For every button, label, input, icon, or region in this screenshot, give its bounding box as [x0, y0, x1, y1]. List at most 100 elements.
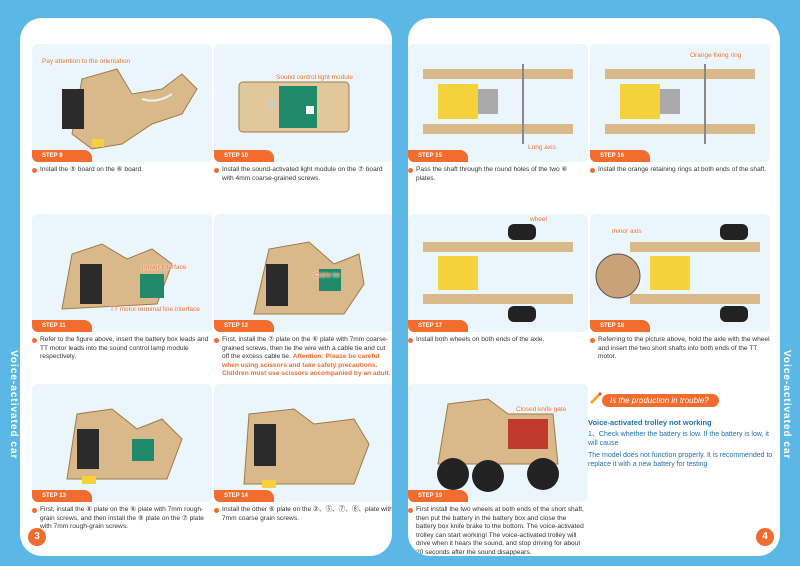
step-9: Pay attention to the orientation STEP 9 … — [32, 44, 212, 175]
step-9-caption: Install the ⑤ board on the ⑥ board. — [32, 166, 212, 175]
callout-orientation: Pay attention to the orientation — [42, 58, 131, 65]
callout-sound-module: Sound control light module — [276, 74, 353, 81]
step-9-caption-text: Install the ⑤ board on the ⑥ board. — [40, 166, 144, 173]
step-10-caption-text: Install the sound-activated light module… — [222, 166, 383, 182]
trouble-tag: Is the production in trouble? — [602, 394, 719, 407]
wiring-image — [61, 243, 173, 310]
step-15-caption: Pass the shaft through the round holes o… — [408, 166, 588, 183]
callout-minor-axis: minor axis — [612, 228, 642, 235]
step-18-caption: Referring to the picture above, hold the… — [590, 336, 770, 362]
side-plate-image — [243, 408, 370, 488]
step-19-caption: First install the two wheels at both end… — [408, 506, 588, 556]
cable-tie-image — [253, 241, 365, 315]
step-14: STEP 14 Install the other ⑥ plate on the… — [214, 384, 392, 523]
callout-fixing-ring: Orange fixing ring — [690, 52, 742, 59]
callout-long-axis: Long axis — [528, 144, 556, 151]
sound-module-board-image — [238, 81, 350, 133]
step-12-badge: STEP 12 — [214, 320, 274, 332]
step-15: Long axis STEP 15 Pass the shaft through… — [408, 44, 588, 183]
finished-car-image — [437, 398, 559, 492]
step-17-badge: STEP 17 — [408, 320, 468, 332]
bullet-dot — [214, 338, 219, 343]
step-13: STEP 13 First, install the ⑧ plate on th… — [32, 384, 212, 532]
step-13-photo: STEP 13 — [32, 384, 212, 502]
wooden-car-body-image — [62, 68, 198, 150]
step-16-caption-text: Install the orange retaining rings at bo… — [598, 166, 767, 173]
callout-cable-tie: Cable tie — [314, 272, 340, 279]
bullet-dot — [408, 338, 413, 343]
trouble-line-2: The model does not function properly. It… — [588, 452, 773, 468]
step-18-caption-text: Referring to the picture above, hold the… — [598, 336, 770, 361]
minor-axis-image — [595, 224, 760, 322]
step-11: power interface TT motor terminal line i… — [32, 214, 212, 362]
callout-wheel: wheel — [530, 216, 547, 223]
step-11-caption-text: Refer to the figure above, insert the ba… — [40, 336, 209, 361]
step-13-badge: STEP 13 — [32, 490, 92, 502]
bullet-dot — [408, 508, 413, 513]
step-13-caption-text: First, install the ⑧ plate on the ⑥ plat… — [40, 506, 204, 531]
trouble-line-1: 1、Check whether the battery is low. If t… — [588, 431, 769, 447]
bullet-dot — [214, 168, 219, 173]
fixing-ring-image — [605, 64, 755, 144]
step-16-photo: Orange fixing ring STEP 16 — [590, 44, 770, 162]
step-17-caption-text: Install both wheels on both ends of the … — [416, 336, 545, 343]
step-15-badge: STEP 15 — [408, 150, 468, 162]
step-16-badge: STEP 16 — [590, 150, 650, 162]
step-16-caption: Install the orange retaining rings at bo… — [590, 166, 770, 175]
step-18-photo: minor axis STEP 18 — [590, 214, 770, 332]
step-19-caption-text: First install the two wheels at both end… — [416, 506, 584, 556]
step-19-photo: Closed knife gate STEP 19 — [408, 384, 588, 502]
step-14-caption-text: Install the other ⑥ plate on the ②、⑤、⑦、⑧… — [222, 506, 392, 522]
step-17-photo: wheel STEP 17 — [408, 214, 588, 332]
troubleshooting-box: Is the production in trouble? Voice-acti… — [588, 390, 774, 469]
page-number-left: 3 — [28, 528, 46, 546]
step-12-caption: First, install the ⑦ plate on the ⑥ plat… — [214, 336, 392, 379]
step-11-caption: Refer to the figure above, insert the ba… — [32, 336, 212, 362]
step-9-badge: STEP 9 — [32, 150, 92, 162]
step-14-badge: STEP 14 — [214, 490, 274, 502]
side-label-left: Voice-activated car — [8, 350, 19, 460]
step-12-photo: Cable tie STEP 12 — [214, 214, 392, 332]
long-axis-image — [423, 64, 573, 144]
step-10-caption: Install the sound-activated light module… — [214, 166, 392, 183]
step-11-photo: power interface TT motor terminal line i… — [32, 214, 212, 332]
trouble-title: Voice-activated trolley not working — [588, 418, 712, 427]
step-19: Closed knife gate STEP 19 First install … — [408, 384, 588, 556]
callout-power-interface: power interface — [142, 264, 187, 271]
bullet-dot — [214, 508, 219, 513]
step-18-badge: STEP 18 — [590, 320, 650, 332]
step-12-caption-group: First, install the ⑦ plate on the ⑥ plat… — [222, 336, 392, 379]
side-label-right: Voice-activated car — [781, 350, 792, 460]
callout-knife-gate: Closed knife gate — [516, 406, 567, 413]
step-14-photo: STEP 14 — [214, 384, 392, 502]
bullet-dot — [590, 338, 595, 343]
pencil-icon — [590, 392, 602, 404]
step-16: Orange fixing ring STEP 16 Install the o… — [590, 44, 770, 175]
callout-motor-interface: TT motor terminal line interface — [110, 306, 200, 313]
step-11-badge: STEP 11 — [32, 320, 92, 332]
step-12: Cable tie STEP 12 First, install the ⑦ p… — [214, 214, 392, 379]
bullet-dot — [32, 338, 37, 343]
step-12-caption-text: First, install the ⑦ plate on the ⑥ plat… — [222, 336, 389, 361]
bullet-dot — [590, 168, 595, 173]
step-18: minor axis STEP 18 Referring to the pict… — [590, 214, 770, 362]
step-14-caption: Install the other ⑥ plate on the ②、⑤、⑦、⑧… — [214, 506, 392, 523]
step-17: wheel STEP 17 Install both wheels on bot… — [408, 214, 588, 345]
step-13-caption: First, install the ⑧ plate on the ⑥ plat… — [32, 506, 212, 532]
step-15-photo: Long axis STEP 15 — [408, 44, 588, 162]
right-page: Long axis STEP 15 Pass the shaft through… — [408, 18, 780, 556]
bullet-dot — [408, 168, 413, 173]
left-page: Pay attention to the orientation STEP 9 … — [20, 18, 392, 556]
step-17-caption: Install both wheels on both ends of the … — [408, 336, 588, 345]
step-15-caption-text: Pass the shaft through the round holes o… — [416, 166, 568, 182]
plate-assembly-image — [66, 408, 183, 484]
step-10: Sound control light module STEP 10 Insta… — [214, 44, 392, 183]
step-10-badge: STEP 10 — [214, 150, 274, 162]
wheels-image — [423, 224, 573, 322]
bullet-dot — [32, 168, 37, 173]
page-number-right: 4 — [756, 528, 774, 546]
bullet-dot — [32, 508, 37, 513]
step-19-badge: STEP 19 — [408, 490, 468, 502]
step-12-warning: Attention: Please be careful when using … — [222, 353, 391, 378]
step-10-photo: Sound control light module STEP 10 — [214, 44, 392, 162]
